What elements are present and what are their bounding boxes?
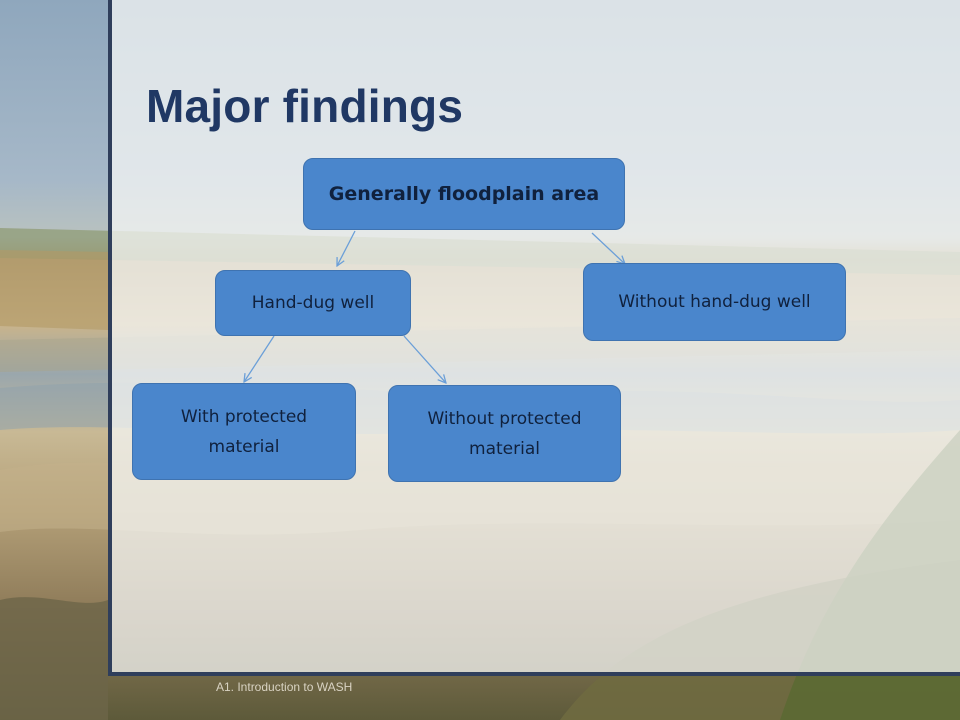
node-without-protected-material-label: Without protected material xyxy=(427,408,582,459)
node-generally-floodplain-area-label: Generally floodplain area xyxy=(328,183,600,205)
node-generally-floodplain-area: Generally floodplain area xyxy=(303,158,625,230)
node-with-protected-material: With protected material xyxy=(132,383,356,480)
slide-title: Major findings xyxy=(146,80,464,132)
frame-left-border xyxy=(108,0,112,676)
node-with-protected-material-label: With protected material xyxy=(180,406,308,457)
footer-caption: A1. Introduction to WASH xyxy=(216,680,353,694)
node-hand-dug-well-label: Hand-dug well xyxy=(251,293,375,313)
node-without-hand-dug-well: Without hand-dug well xyxy=(583,263,846,341)
node-without-protected-material: Without protected material xyxy=(388,385,621,482)
frame-bottom-border xyxy=(108,672,960,676)
node-hand-dug-well: Hand-dug well xyxy=(215,270,411,336)
node-without-hand-dug-well-label: Without hand-dug well xyxy=(618,292,811,312)
